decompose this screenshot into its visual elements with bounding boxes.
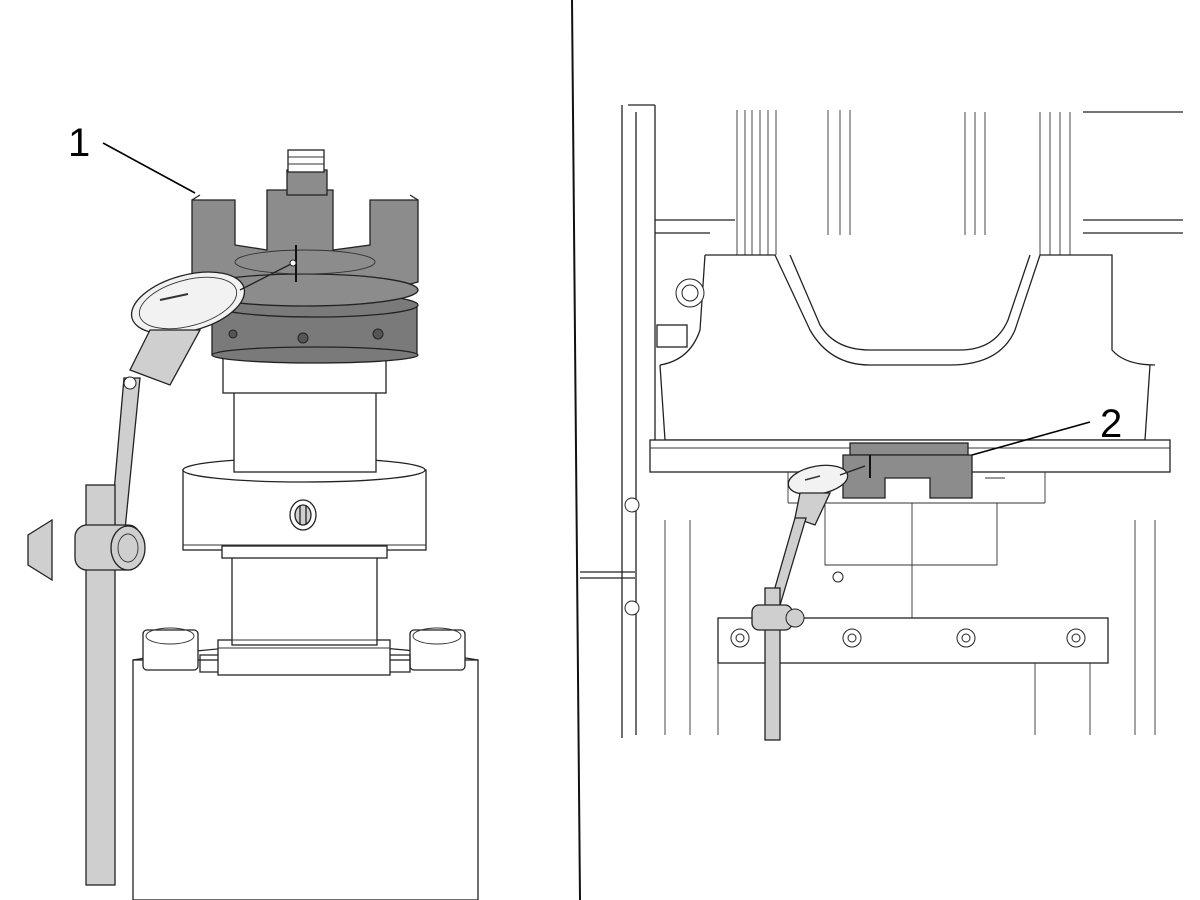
upper-shaft xyxy=(233,389,377,473)
chuck-jaws-fixture xyxy=(191,149,419,307)
right-panel: 2 xyxy=(580,104,1183,741)
side-bolt xyxy=(624,497,640,513)
chuck-base xyxy=(211,292,419,364)
spindle-head xyxy=(656,110,1156,441)
callout-2: 2 xyxy=(971,402,1122,456)
callout-1: 1 xyxy=(68,121,196,194)
spindle-housing xyxy=(132,627,479,900)
left-panel: 1 xyxy=(27,121,479,900)
dial-indicator xyxy=(129,259,297,386)
lower-rail xyxy=(664,520,1156,735)
panel-divider xyxy=(571,0,581,900)
side-bolt xyxy=(624,600,640,616)
indicator-stand-right xyxy=(751,587,805,741)
callout-1-label: 1 xyxy=(68,121,90,165)
middle-collar xyxy=(182,457,427,559)
lower-shaft xyxy=(231,554,378,646)
callout-2-label: 2 xyxy=(1100,402,1122,446)
machine-frame xyxy=(580,104,1183,738)
slide-block-fixture xyxy=(842,442,973,499)
indicator-stand xyxy=(27,376,146,886)
